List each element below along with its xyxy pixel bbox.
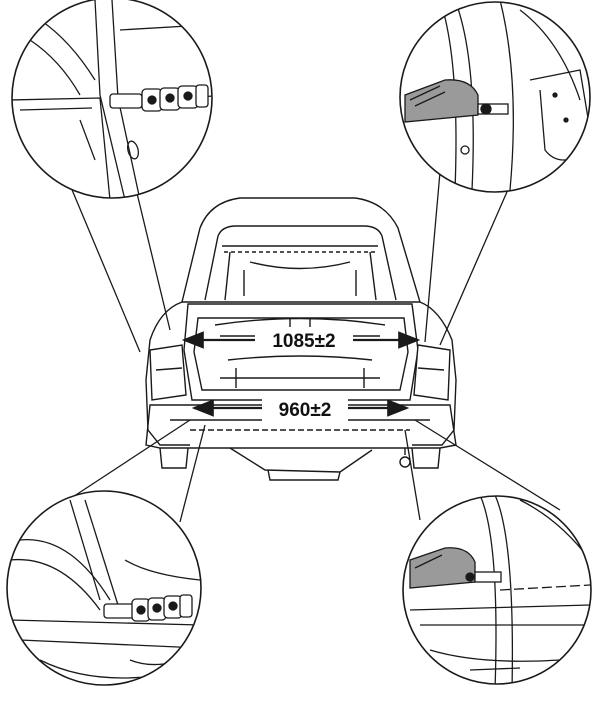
- leader-lower-right-a: [404, 429, 421, 521]
- bracket-pin-icon: [409, 547, 502, 589]
- leader-upper-right-a: [424, 171, 441, 343]
- leader-lower-left-a: [55, 419, 191, 509]
- bracket-pin-icon: [404, 79, 509, 123]
- leader-upper-left-b: [134, 184, 171, 331]
- tow-hook: [399, 456, 411, 468]
- leader-lower-right-b: [414, 419, 561, 511]
- callout-leader-lines: [55, 171, 561, 523]
- right-body-side: [412, 301, 457, 446]
- leader-upper-right-b: [439, 184, 511, 346]
- measurement-upper: 1085±2: [181, 327, 421, 353]
- lower-dim-label-bg: [262, 396, 348, 422]
- tailgate-opening: [183, 303, 419, 401]
- gauge-pin-icon: [103, 594, 193, 622]
- callout-upper-left: [11, 0, 213, 199]
- lower-width-label: 960±2: [279, 400, 332, 421]
- lower-apron: [229, 447, 373, 473]
- upper-width-label: 1085±2: [272, 331, 335, 352]
- upper-dim-label-bg: [255, 327, 353, 353]
- leader-upper-left-a: [69, 184, 141, 353]
- gauge-pin-icon: [109, 84, 209, 112]
- rear-window-frame: [204, 225, 397, 301]
- left-body-side: [145, 301, 190, 446]
- callout-upper-right: [399, 1, 591, 193]
- left-tail-light: [149, 344, 187, 401]
- measurement-lower: 960±2: [191, 396, 410, 422]
- right-tail-light: [413, 344, 451, 401]
- callout-lower-left: [6, 490, 202, 686]
- rear-roof-outline: [181, 197, 421, 303]
- leader-lower-left-b: [179, 424, 206, 523]
- callout-lower-right: [402, 495, 592, 685]
